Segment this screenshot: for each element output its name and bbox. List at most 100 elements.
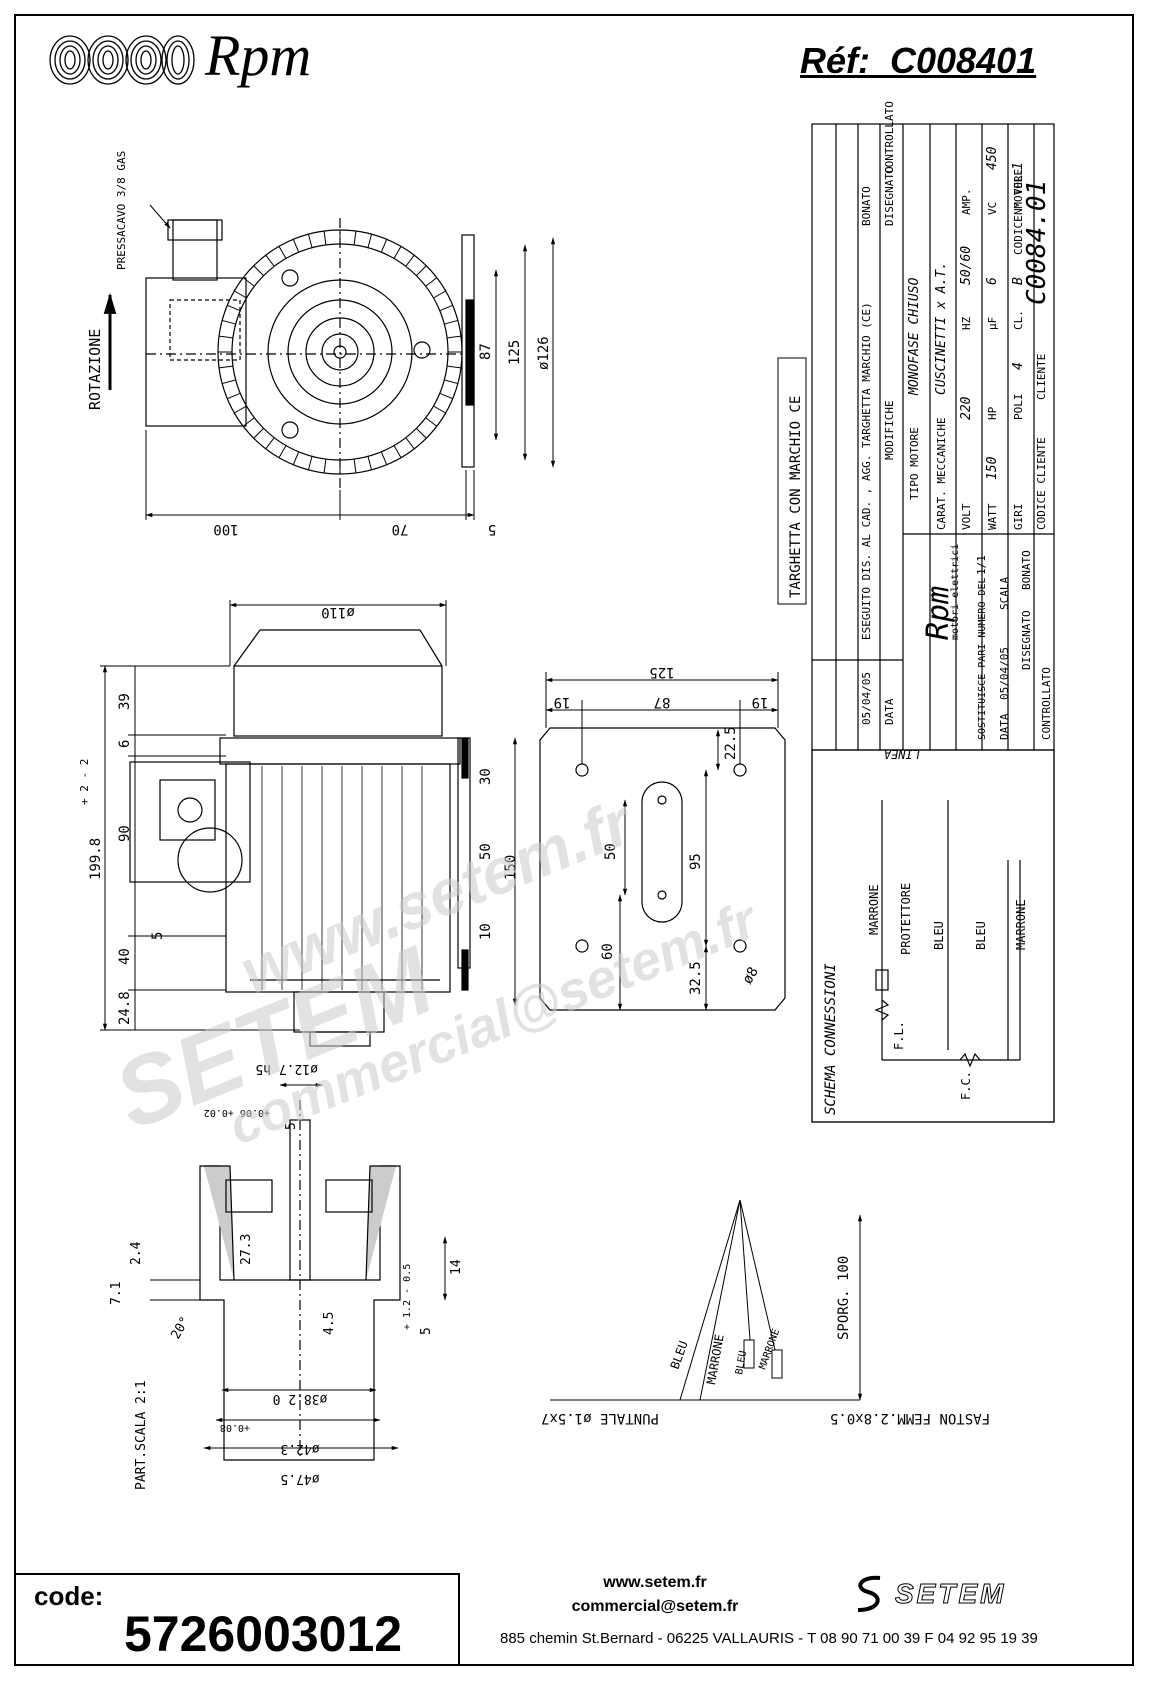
cooling-fin	[218, 365, 233, 369]
dim-42-tol: +0.08	[220, 1422, 250, 1433]
pressacavo-label: PRESSACAVO 3/8 GAS	[115, 151, 128, 270]
hdr-modifiche: MODIFICHE	[883, 400, 896, 460]
fc-label: F.C.	[959, 1071, 973, 1100]
rev-disegnato: BONATO	[860, 186, 873, 226]
cl-value: B	[1011, 277, 1026, 285]
cooling-fin	[416, 428, 427, 439]
cooling-fin	[353, 459, 357, 474]
leads-drawing	[550, 1199, 863, 1401]
cooling-fin	[367, 234, 373, 248]
ref-value: C008401	[890, 40, 1037, 81]
dim-5-top: 5	[488, 521, 496, 537]
volt-label: VOLT	[960, 503, 973, 530]
watt-label: WATT	[986, 503, 999, 530]
dim-5-shaft: 5	[284, 1122, 299, 1130]
dim-1-2: + 1.2 - 0.5	[402, 1264, 413, 1330]
cooling-fin	[439, 304, 453, 312]
rev-date: 05/04/05	[860, 672, 873, 725]
footer-address: 885 chemin St.Bernard - 06225 VALLAURIS …	[500, 1630, 1038, 1647]
dim-100: 100	[213, 521, 238, 537]
codice-cliente-label: CODICE CLIENTE	[1035, 437, 1048, 530]
fl-label: F.L.	[892, 1021, 906, 1050]
cooling-fin	[367, 456, 373, 470]
dim-5b: 5	[419, 1327, 434, 1335]
front-view	[145, 218, 475, 490]
disegnato-label: DISEGNATO	[1020, 610, 1033, 670]
scale-label: PART.SCALA 2:1	[134, 1380, 149, 1490]
cooling-fin	[433, 290, 446, 299]
footer-email[interactable]: commercial@setem.fr	[571, 1598, 739, 1615]
cooling-fin	[292, 451, 300, 465]
cooling-fin	[227, 392, 241, 400]
lead-bleu-1: BLEU	[668, 1339, 691, 1371]
cooling-fin	[222, 379, 236, 385]
carat-label: CARAT. MECCANICHE	[935, 417, 948, 530]
cooling-fin	[393, 246, 402, 259]
poli-value: 4	[1011, 362, 1026, 370]
dim-12-7: ø12.7 h5	[255, 1061, 318, 1076]
cooling-fin	[234, 405, 247, 414]
cooling-fin	[227, 304, 241, 312]
cooling-fin	[416, 265, 427, 276]
schema-connessioni	[811, 749, 1055, 1123]
dim-87: 87	[478, 343, 494, 360]
footer-web[interactable]: www.setem.fr	[603, 1574, 707, 1591]
dim-125: 125	[507, 340, 523, 365]
dim-125-flange: 125	[649, 664, 674, 680]
dim-10: 10	[478, 923, 494, 940]
nvel-label: N° VEL.	[1012, 169, 1025, 215]
cl-label: CL.	[1012, 310, 1025, 330]
linea-label: LINEA	[884, 747, 920, 761]
dim-50-flange: 50	[603, 843, 619, 860]
schema-bleu-2: BLEU	[974, 921, 988, 950]
scala-value: 1/1	[975, 555, 988, 575]
cooling-fin	[439, 392, 453, 400]
amp-label: AMP.	[960, 189, 973, 216]
dim-5-side: 5	[150, 932, 166, 940]
cooling-fin	[380, 451, 388, 465]
cooling-fin	[393, 445, 402, 458]
schema-title: SCHEMA CONNESSIONI	[823, 963, 839, 1115]
title-brand: Rpm	[921, 586, 956, 640]
cooling-fin	[265, 437, 275, 450]
reference-label: Réf: C008401	[800, 40, 1036, 82]
hdr-disegnato: DISEGNATO	[883, 166, 896, 226]
page-frame	[14, 14, 1134, 1666]
codice-motore-label: CODICE MOTORE	[1012, 169, 1025, 255]
dim-47-5: ø47.5	[280, 1471, 319, 1486]
protettore-label: PROTETTORE	[899, 883, 913, 955]
data-value: 05/04/05	[998, 647, 1011, 700]
tipo-motore-label: TIPO MOTORE	[908, 427, 921, 500]
cooling-fin	[353, 230, 357, 245]
hz-label: HZ	[960, 316, 973, 330]
dim-150: 150	[503, 855, 519, 880]
rpm-coil-logo	[49, 35, 195, 85]
dim-4-5: 4.5	[322, 1312, 337, 1335]
dim-30: 30	[478, 768, 494, 785]
uf-label: µF	[986, 317, 999, 330]
watt-value: 150	[985, 456, 1000, 480]
schema-bleu: BLEU	[932, 921, 946, 950]
setem-swirl-icon	[857, 1575, 881, 1612]
puntale-label: PUNTALE ø1.5x7	[541, 1410, 659, 1426]
hdr-controllato: CONTROLLATO	[883, 101, 896, 174]
cooling-fin	[242, 417, 255, 427]
dim-20-deg: 20°	[168, 1314, 193, 1342]
dim-8: ø8	[740, 964, 762, 987]
schema-marrone: MARRONE	[867, 884, 881, 935]
dim-14: 14	[449, 1259, 464, 1275]
setem-logo: SETEM	[894, 1578, 1007, 1610]
sporg-label: SPORG. 100	[836, 1256, 852, 1340]
dim-6: 6	[117, 740, 133, 748]
cooling-fin	[242, 277, 255, 287]
dim-27-3: 27.3	[239, 1234, 254, 1265]
dim-60: 60	[600, 943, 616, 960]
dim-199-tol: + 2 - 2	[78, 759, 91, 805]
dim-39: 39	[117, 693, 133, 710]
code-value: 5726003012	[124, 1606, 403, 1662]
title-brand-sub: motori elettrici	[950, 544, 961, 640]
ref-label: Réf:	[800, 40, 870, 81]
dim-199-8: 199.8	[88, 838, 104, 880]
data-label: DATA	[998, 713, 1011, 740]
